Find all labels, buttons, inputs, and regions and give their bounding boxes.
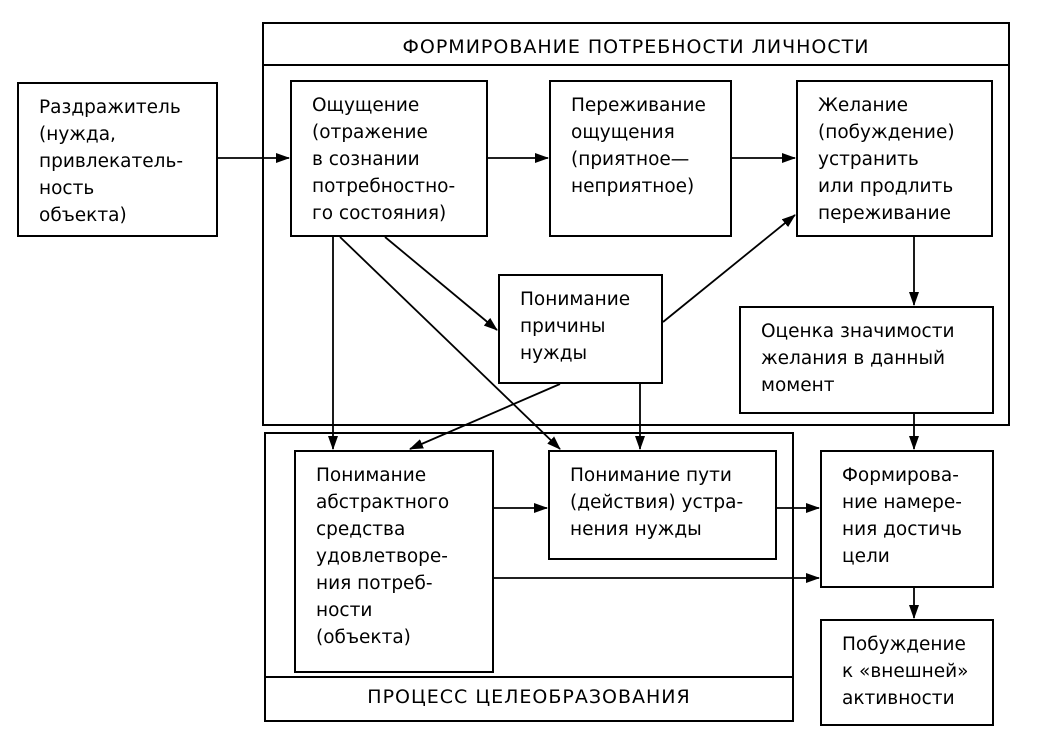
stimulus-box: Раздражитель (нужда, привлекатель- ность… [17, 82, 218, 237]
abstract-means-box: Понимание абстрактного средства удовлетв… [294, 450, 494, 673]
understanding-cause-box: Понимание причины нужды [498, 274, 663, 384]
desire-box: Желание (побуждение) устранить или продл… [796, 80, 993, 237]
path-box: Понимание пути (действия) устра- нения н… [548, 450, 777, 560]
arrow-cause-to-means [409, 383, 561, 450]
arrow-sensation-to-path [339, 236, 561, 450]
goal-formation-title: ПРОЦЕСС ЦЕЛЕОБРАЗОВАНИЯ [367, 686, 691, 708]
intention-box: Формирова- ние намере- ния достичь цели [820, 450, 994, 588]
external-activity-box: Побуждение к «внешней» активности [820, 619, 994, 726]
goal-formation-frame: ПРОЦЕСС ЦЕЛЕОБРАЗОВАНИЯ [264, 432, 794, 722]
experience-box: Переживание ощущения (приятное— неприятн… [549, 80, 732, 237]
arrow-cause-to-desire [662, 214, 796, 323]
need-formation-title-divider [262, 64, 1010, 66]
arrow-sensation-to-cause [384, 236, 498, 331]
sensation-box: Ощущение (отражение в сознании потребнос… [290, 80, 488, 237]
goal-formation-title-divider [264, 676, 794, 678]
evaluation-box: Оценка значимости желания в данный момен… [739, 306, 994, 414]
need-formation-frame: ФОРМИРОВАНИЕ ПОТРЕБНОСТИ ЛИЧНОСТИ [262, 22, 1010, 426]
need-formation-title: ФОРМИРОВАНИЕ ПОТРЕБНОСТИ ЛИЧНОСТИ [402, 36, 870, 58]
